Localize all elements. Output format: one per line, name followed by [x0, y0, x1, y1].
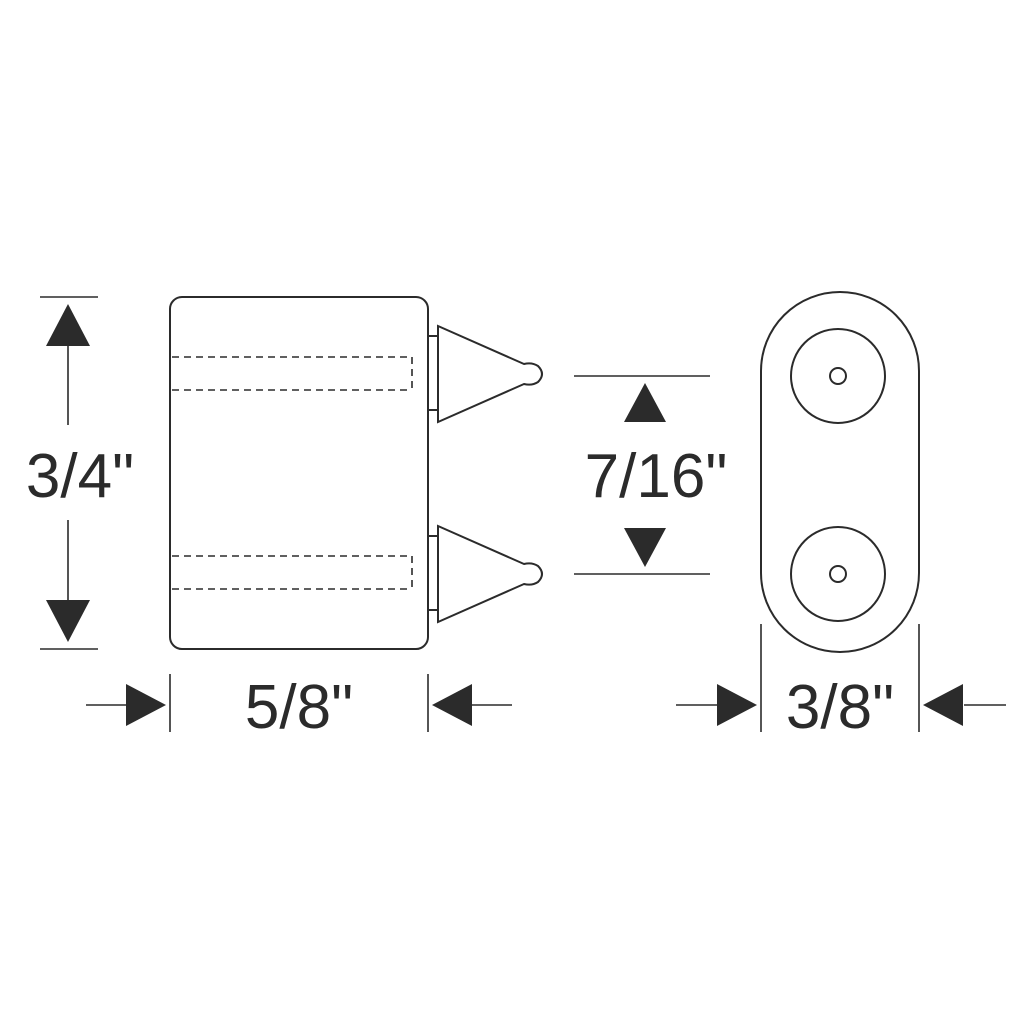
side-view: [169, 296, 543, 650]
spacing-arrow-down: [624, 528, 666, 567]
upper-hidden-bore: [172, 356, 413, 391]
width-arrow-right: [126, 684, 166, 726]
spacing-label: 7/16": [585, 442, 728, 511]
spacing-dimension: 7/16": [574, 375, 728, 575]
end-view: [760, 291, 920, 653]
width-label: 5/8": [245, 673, 353, 742]
thickness-arrow-left: [923, 684, 963, 726]
thickness-label: 3/8": [786, 673, 894, 742]
thickness-arrow-right: [717, 684, 757, 726]
end-view-body: [760, 291, 920, 653]
spacing-arrow-up: [624, 383, 666, 422]
height-arrow-up: [46, 304, 90, 346]
height-arrow-down: [46, 600, 90, 642]
side-view-body: [169, 296, 429, 650]
upper-mounting-hole: [790, 328, 886, 424]
lower-push-pin: [427, 524, 543, 624]
width-dimension: 5/8": [86, 673, 512, 742]
lower-hidden-bore: [172, 555, 413, 590]
height-dimension: 3/4": [26, 296, 134, 650]
thickness-dimension: 3/8": [676, 624, 1006, 742]
height-label: 3/4": [26, 442, 134, 511]
width-arrow-left: [432, 684, 472, 726]
lower-mounting-hole: [790, 526, 886, 622]
upper-push-pin: [427, 324, 543, 424]
